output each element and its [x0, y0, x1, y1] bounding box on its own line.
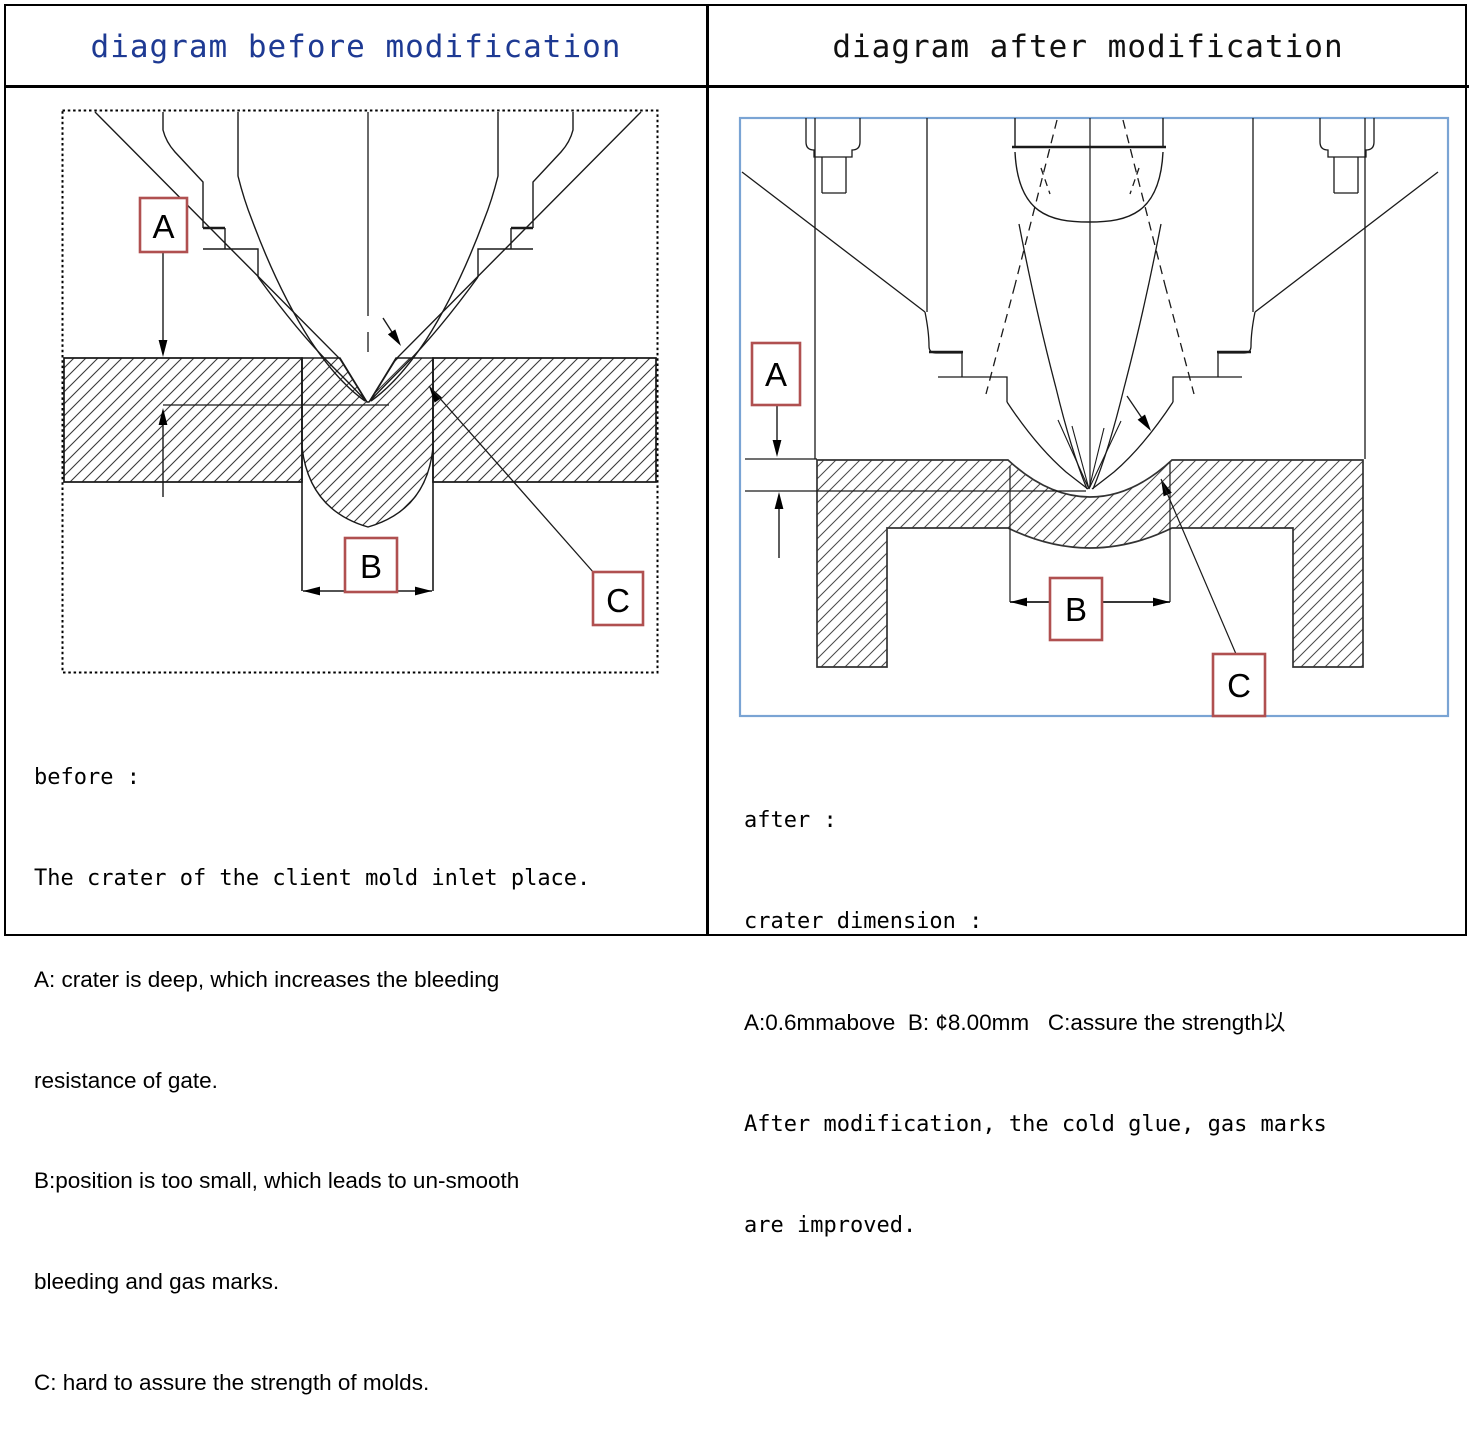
- after-label-c: C: [1211, 652, 1267, 718]
- after-note-line: A:0.6mmabove B: ¢8.00mm C:assure the str…: [744, 1010, 1286, 1036]
- table-column-divider: [706, 6, 709, 934]
- before-note-line: A: crater is deep, which increases the b…: [34, 966, 500, 992]
- after-gate-arrow-lower: [1161, 479, 1172, 497]
- before-note-line: before :: [34, 765, 140, 791]
- after-notes: after : crater dimension : A:0.6mmabove …: [744, 736, 1464, 1277]
- before-dotted-border: [61, 109, 659, 674]
- after-note-line: after :: [744, 807, 837, 833]
- before-label-a: A: [138, 196, 189, 254]
- after-c-leader: [1160, 478, 1237, 655]
- before-note-line: B:position is too small, which leads to …: [34, 1168, 520, 1194]
- before-note-line: resistance of gate.: [34, 1067, 218, 1093]
- before-plate-left: [63, 357, 303, 483]
- svg-text:A: A: [765, 356, 787, 393]
- svg-text:B: B: [360, 548, 382, 585]
- after-a-arrow-up: [774, 492, 784, 509]
- header-after: diagram after modification: [832, 29, 1344, 65]
- table-header-line: [6, 85, 1469, 88]
- after-dome-sides: [1014, 118, 1164, 147]
- after-note-line: are improved.: [744, 1213, 917, 1239]
- before-nozzle-half: [94, 111, 367, 402]
- after-note-line: After modification, the cold glue, gas m…: [744, 1111, 1327, 1137]
- svg-text:B: B: [1065, 591, 1087, 628]
- after-gate-arrow-upper: [1137, 414, 1151, 431]
- after-b-extensions: [1009, 462, 1171, 602]
- before-note-line: The crater of the client mold inlet plac…: [34, 865, 591, 891]
- after-label-b: B: [1048, 576, 1104, 642]
- before-note-line: C: hard to assure the strength of molds.: [34, 1369, 430, 1395]
- svg-text:C: C: [606, 582, 630, 619]
- before-a-arrow: [158, 340, 168, 357]
- before-b-arrow-left: [303, 586, 320, 596]
- before-label-b: B: [343, 536, 399, 594]
- before-plate-right: [432, 357, 657, 483]
- after-blue-border: [738, 116, 1450, 718]
- header-before: diagram before modification: [90, 29, 622, 65]
- after-a-arrow-down: [772, 440, 782, 457]
- after-nozzle-half: [741, 118, 1089, 490]
- before-crater-blob: [301, 357, 434, 528]
- before-notes: before : The crater of the client mold i…: [34, 694, 699, 1433]
- after-b-arrow-left: [1010, 597, 1027, 607]
- after-note-line: crater dimension :: [744, 908, 983, 934]
- diagram-before: A B C: [61, 109, 659, 674]
- after-plate: [816, 459, 1364, 668]
- after-label-a: A: [750, 341, 802, 407]
- before-c-leader: [428, 385, 595, 574]
- before-depth-arrow: [158, 408, 168, 425]
- before-label-c: C: [591, 570, 645, 627]
- before-gate-arrow-upper: [387, 329, 401, 346]
- after-dome-arc: [1014, 151, 1164, 223]
- after-gate-fan: [1057, 419, 1122, 490]
- page: { "table": { "header_left": "diagram bef…: [4, 4, 1469, 1395]
- svg-text:C: C: [1227, 667, 1251, 704]
- diagram-after: A B C: [738, 116, 1450, 718]
- svg-text:A: A: [152, 208, 174, 245]
- table-outer-border: [4, 4, 1467, 936]
- before-b-arrow-right: [415, 586, 432, 596]
- after-b-arrow-right: [1153, 597, 1170, 607]
- before-note-line: bleeding and gas marks.: [34, 1269, 280, 1295]
